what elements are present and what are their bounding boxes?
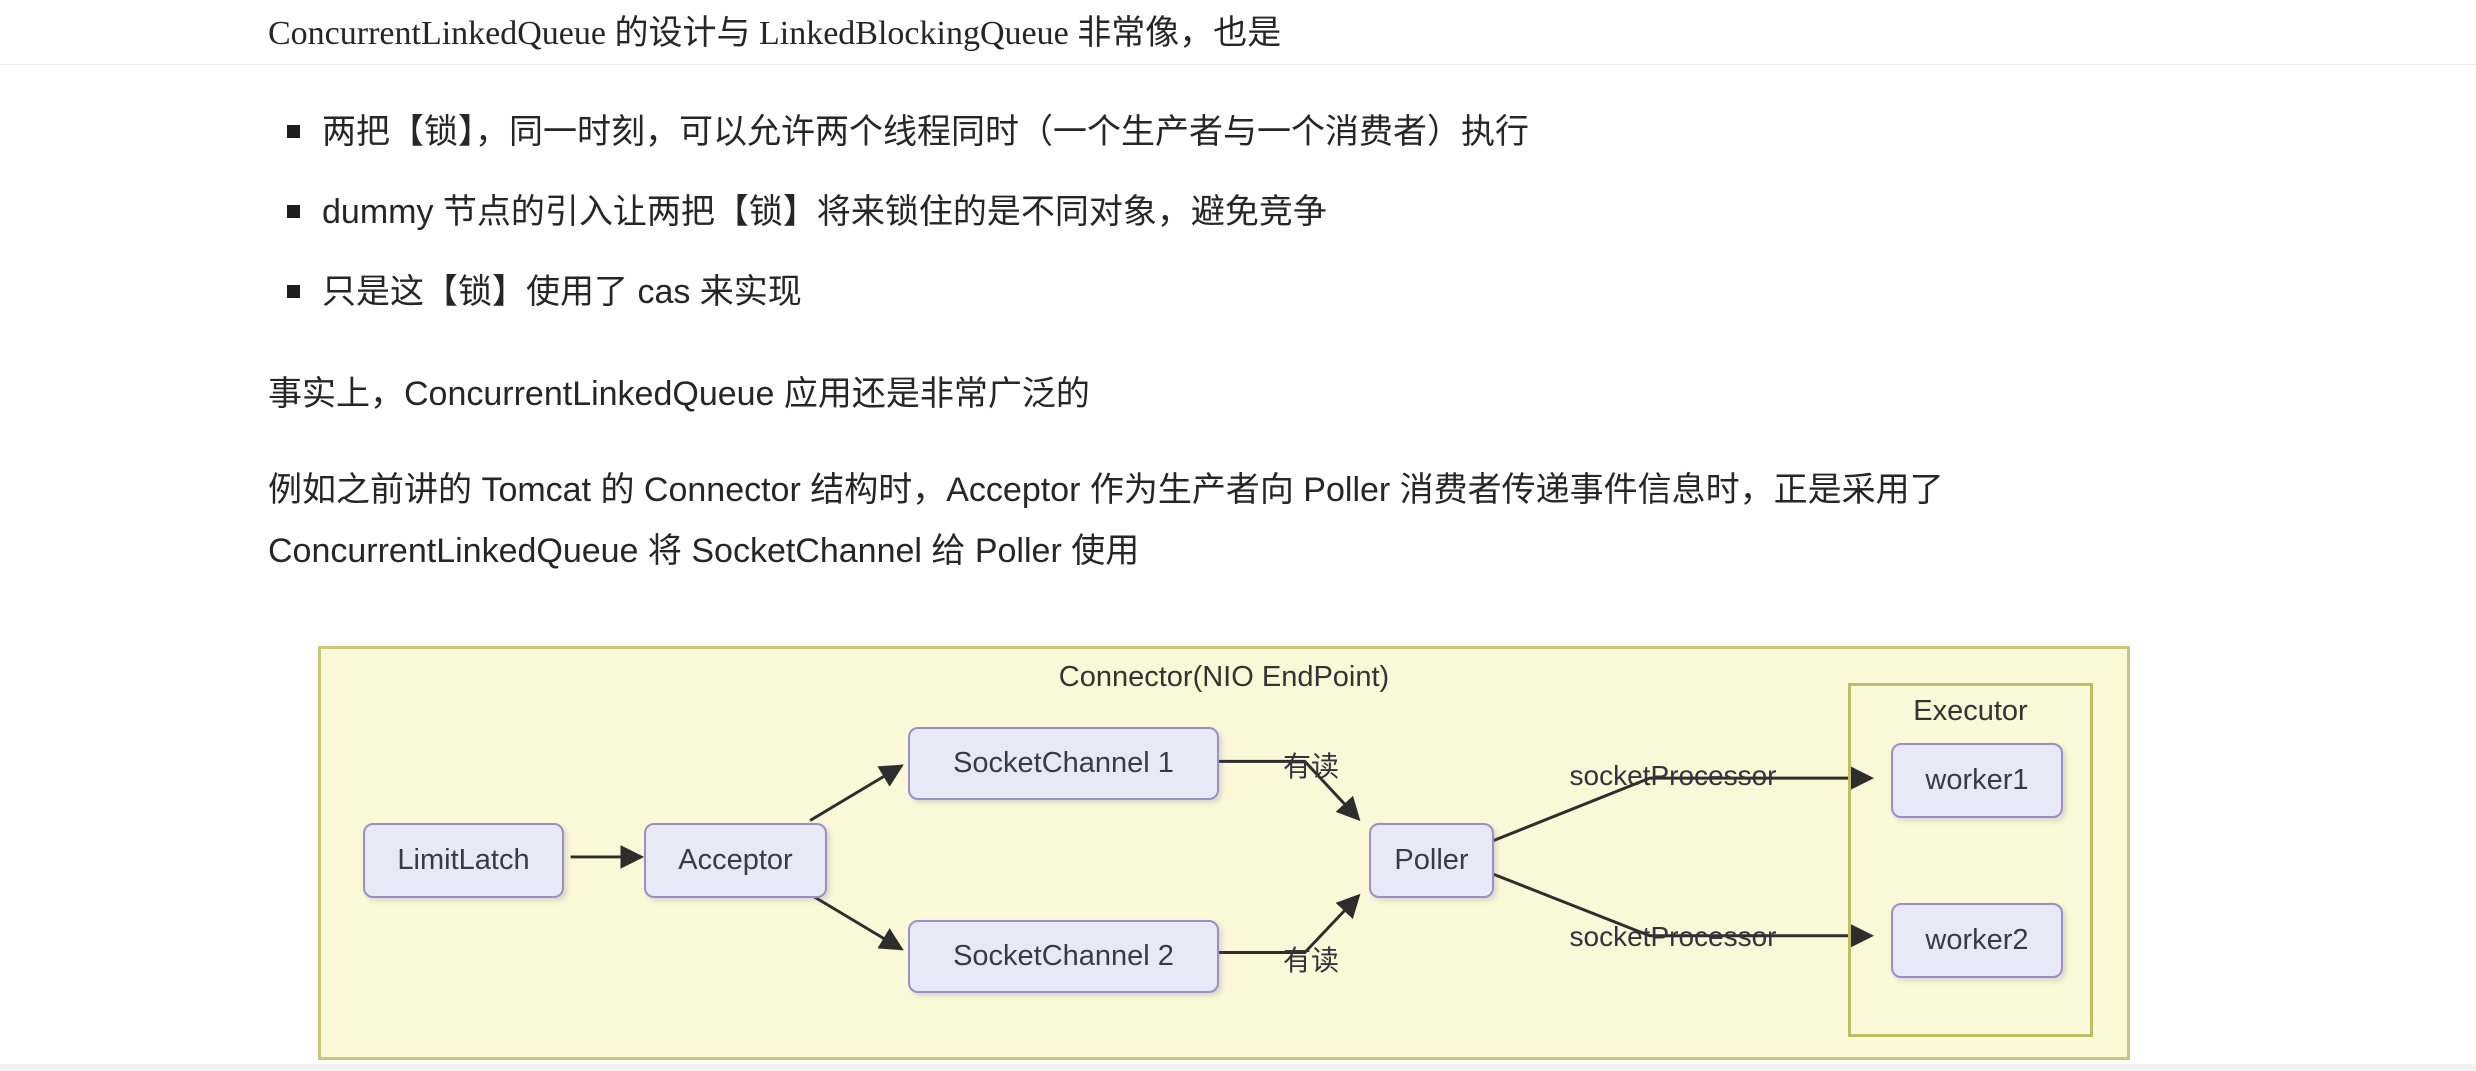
node-socketchannel2: SocketChannel 2 — [908, 920, 1219, 993]
bullet-text: 只是这【锁】使用了 cas 来实现 — [322, 273, 802, 311]
intro-paragraph: ConcurrentLinkedQueue 的设计与 LinkedBlockin… — [268, 15, 1282, 52]
executor-label: Executor — [1913, 695, 2028, 727]
node-acceptor: Acceptor — [644, 823, 827, 898]
edge-label-readable-2: 有读 — [1282, 945, 1339, 976]
bullet-item: 两把【锁】，同一时刻，可以允许两个线程同时（一个生产者与一个消费者）执行 — [287, 110, 2237, 154]
bullet-text: dummy 节点的引入让两把【锁】将来锁住的是不同对象，避免竞争 — [322, 193, 1327, 231]
bullet-item: 只是这【锁】使用了 cas 来实现 — [287, 270, 2237, 314]
top-divider — [0, 64, 2476, 65]
bullet-square-icon — [287, 124, 300, 138]
node-socketchannel1: SocketChannel 1 — [908, 727, 1219, 800]
node-limitlatch: LimitLatch — [363, 823, 564, 898]
node-worker1: worker1 — [1891, 743, 2063, 818]
edge-label-readable-1: 有读 — [1282, 751, 1339, 782]
diagram-arrows-svg — [570, 759, 1875, 955]
diagram-title: Connector(NIO EndPoint) — [1058, 661, 1390, 693]
node-worker2: worker2 — [1891, 903, 2063, 978]
bullet-item: dummy 节点的引入让两把【锁】将来锁住的是不同对象，避免竞争 — [287, 190, 2237, 234]
edge-label-socketprocessor-2: socketProcessor — [1569, 921, 1777, 952]
bottom-strip — [0, 1064, 2476, 1071]
bullet-text: 两把【锁】，同一时刻，可以允许两个线程同时（一个生产者与一个消费者）执行 — [322, 113, 1529, 151]
bullet-square-icon — [287, 284, 300, 298]
summary-paragraph: 事实上，ConcurrentLinkedQueue 应用还是非常广泛的 — [268, 375, 1090, 413]
edge-label-socketprocessor-1: socketProcessor — [1569, 760, 1777, 791]
executor-group: Executor — [1848, 683, 2093, 1037]
bullet-square-icon — [287, 204, 300, 218]
node-poller: Poller — [1369, 823, 1494, 898]
example-paragraph: 例如之前讲的 Tomcat 的 Connector 结构时，Acceptor 作… — [268, 471, 1944, 570]
architecture-diagram: Connector(NIO EndPoint) LimitLatch Accep… — [318, 646, 2130, 1060]
